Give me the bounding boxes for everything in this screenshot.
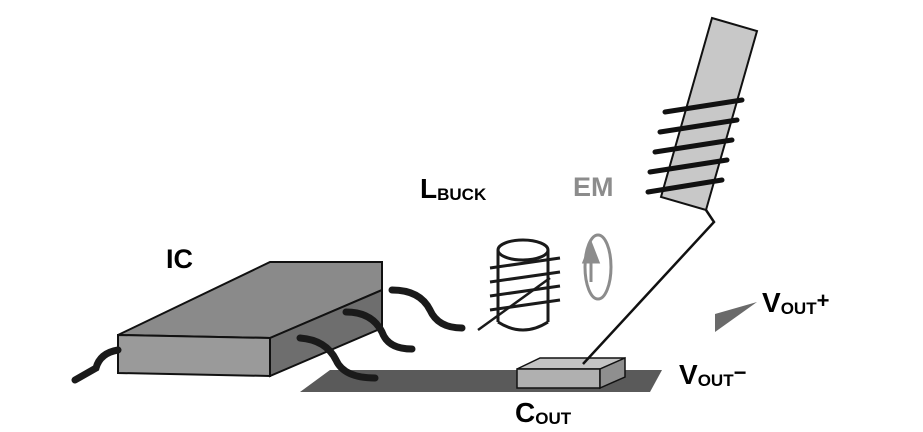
buck-inductor [489,238,561,332]
vout-plus-arrow [715,302,757,332]
ic-lead-left [71,346,122,384]
output-capacitor [516,356,626,390]
lbuck-label: LBUCK [420,173,487,204]
cout-label: COUT [515,397,572,428]
inductor-turn-2 [489,270,561,284]
em-label: EM [573,172,614,202]
em-arrow-head [581,239,601,264]
ic-lead-1 [388,286,466,332]
probe-turn-3 [652,137,735,155]
inductor-bottom-edge [497,320,549,332]
probe-coil [645,97,745,195]
ic-lead-3 [296,334,379,382]
inductor-top-ring [496,238,550,262]
em-field-indicator [581,233,613,301]
ic-label: IC [166,244,193,274]
vout-plus-label: VOUT+ [762,287,829,318]
inductor-turn-3 [489,284,561,298]
ic-front-face [117,333,271,378]
probe-turn-2 [657,117,740,135]
probe-turn-5 [645,177,725,195]
ic-leads [71,286,466,384]
inductor-turn-4 [489,298,561,312]
em-loop [583,233,613,301]
ic-lead-2 [342,308,416,353]
vout-minus-label: VOUT− [679,359,746,390]
probe-lead-wire [582,209,716,365]
probe-turn-4 [647,157,730,175]
capacitor-front [516,368,601,389]
probe-turn-1 [662,97,745,115]
inductor-connection [477,276,551,332]
inductor-turn-1 [489,256,561,270]
ic-package [117,261,383,378]
probe [582,16,759,365]
capacitor-side [599,356,626,390]
